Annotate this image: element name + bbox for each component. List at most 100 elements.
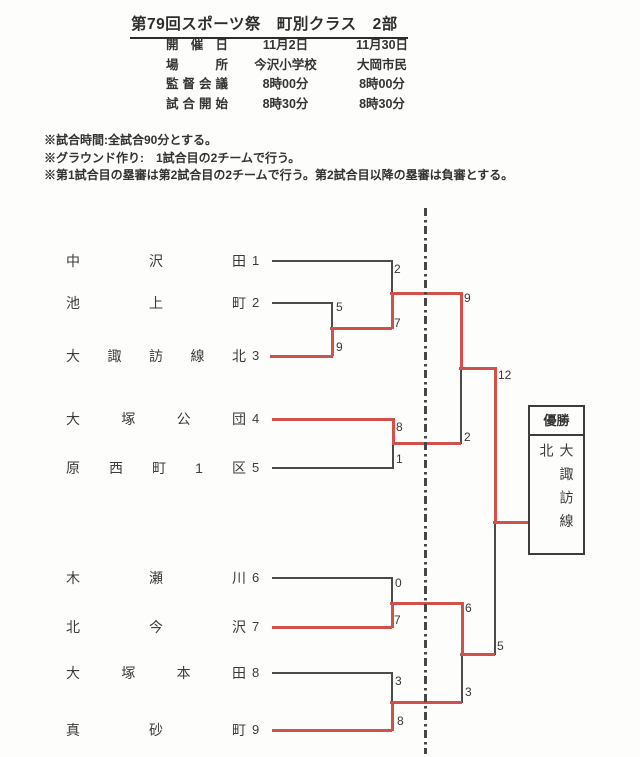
- score-label: 8: [397, 714, 404, 728]
- info-label: 開催日: [166, 38, 228, 52]
- bracket-line: [391, 672, 393, 703]
- team-name: 真砂町: [66, 722, 246, 738]
- team-row: 木瀬川 6: [66, 568, 270, 588]
- bracket-line: [460, 367, 462, 444]
- team-seed: 5: [252, 460, 260, 475]
- bracket-line: [461, 653, 463, 703]
- info-value-game2: 11月30日: [355, 38, 409, 52]
- note-line: ※グラウンド作り: 1試合目の2チームで行う。: [44, 150, 301, 165]
- winner-line: [392, 441, 461, 445]
- winner-line: [391, 418, 395, 444]
- info-value-game2: 大岡市民: [356, 57, 407, 72]
- info-label: 監督会議: [166, 77, 228, 92]
- winner-line: [390, 602, 394, 628]
- winner-line: [270, 354, 333, 358]
- score-label: 2: [394, 262, 401, 276]
- info-value-game2: 8時00分: [359, 77, 405, 92]
- info-value-game1: 11月2日: [262, 38, 309, 52]
- info-value-game1: 8時00分: [262, 77, 309, 92]
- score-label: 12: [498, 368, 512, 382]
- team-row: 池上町 2: [66, 293, 270, 313]
- team-name: 池上町: [66, 295, 246, 311]
- score-label: 1: [396, 452, 403, 466]
- score-label: 6: [465, 601, 472, 615]
- info-table: 開催日 11月2日 11月30日 場所 今沢小学校 大岡市民 監督会議 8時00…: [166, 36, 421, 114]
- bracket-line: [331, 302, 333, 329]
- team-row: 北今沢 7: [66, 617, 270, 637]
- team-seed: 8: [252, 665, 260, 680]
- bracket-line: [272, 577, 392, 579]
- team-seed: 1: [252, 253, 260, 268]
- page-title: 第79回スポーツ祭 町別クラス 2部: [130, 12, 408, 39]
- score-label: 5: [336, 300, 343, 314]
- note-line: ※試合時間:全試合90分とする。: [44, 133, 217, 147]
- winner-line: [272, 625, 392, 629]
- bracket-line: [272, 260, 392, 262]
- team-row: 中沢田 1: [66, 251, 270, 271]
- winner-line: [460, 602, 464, 655]
- info-row-date: 開催日 11月2日 11月30日: [166, 36, 421, 56]
- winner-line: [330, 326, 392, 330]
- score-label: 5: [497, 639, 504, 653]
- winner-line: [390, 292, 394, 329]
- note-line: ※第1試合目の塁審は第2試合目の2チームで行う。第2試合目以降の塁審は負審とする…: [44, 168, 514, 182]
- team-seed: 7: [252, 619, 260, 634]
- winner-line: [330, 327, 334, 356]
- info-value-game2: 8時30分: [359, 96, 405, 111]
- score-label: 7: [394, 316, 401, 330]
- winner-line: [272, 728, 392, 732]
- winner-line: [459, 366, 495, 370]
- score-label: 9: [336, 340, 343, 354]
- score-label: 3: [465, 685, 472, 699]
- winner-line: [459, 292, 463, 369]
- team-seed: 9: [252, 722, 260, 737]
- winner-line: [390, 701, 394, 731]
- team-name: 中沢田: [66, 253, 246, 269]
- team-seed: 2: [252, 295, 260, 310]
- winner-line: [493, 520, 531, 524]
- info-value-game1: 8時30分: [262, 96, 309, 111]
- info-row-start: 試合開始 8時30分 8時30分: [166, 95, 421, 115]
- score-label: 2: [464, 430, 471, 444]
- bracket-line: [391, 260, 393, 294]
- team-name: 大塚本田: [66, 665, 246, 681]
- center-divider-line: [424, 208, 427, 754]
- team-name: 大塚公団: [66, 411, 246, 427]
- champion-name-wrap: 大諏訪線北: [530, 436, 583, 553]
- notes: ※試合時間:全試合90分とする。 ※グラウンド作り: 1試合目の2チームで行う。…: [44, 132, 513, 185]
- team-seed: 3: [252, 348, 260, 363]
- bracket-line: [391, 577, 393, 604]
- team-name: 大諏訪線北: [66, 348, 246, 364]
- winner-line: [460, 652, 495, 656]
- champion-label: 優勝: [530, 407, 583, 436]
- team-row: 原西町1区 5: [66, 458, 270, 478]
- score-label: 9: [464, 291, 471, 305]
- info-value-game1: 今沢小学校: [254, 57, 317, 72]
- champion-box: 優勝 大諏訪線北: [528, 405, 585, 555]
- team-row: 大塚本田 8: [66, 663, 270, 683]
- team-row: 大諏訪線北 3: [66, 346, 270, 366]
- bracket-line: [272, 672, 392, 674]
- info-row-place: 場所 今沢小学校 大岡市民: [166, 56, 421, 76]
- bracket-line: [272, 302, 332, 304]
- score-label: 0: [395, 576, 402, 590]
- bracket-line: [392, 442, 394, 469]
- team-seed: 4: [252, 411, 260, 426]
- winner-line: [272, 417, 393, 421]
- bracket-line: [272, 467, 393, 469]
- team-name: 原西町1区: [66, 460, 246, 476]
- team-name: 北今沢: [66, 619, 246, 635]
- team-seed: 6: [252, 570, 260, 585]
- score-label: 3: [395, 674, 402, 688]
- winner-line: [493, 367, 497, 523]
- champion-name: 大諏訪線北: [538, 443, 575, 537]
- bracket-line: [494, 521, 496, 655]
- info-label: 場所: [166, 57, 228, 72]
- score-label: 7: [394, 613, 401, 627]
- info-label: 試合開始: [166, 96, 228, 111]
- team-name: 木瀬川: [66, 570, 246, 586]
- team-row: 真砂町 9: [66, 720, 270, 740]
- info-row-meeting: 監督会議 8時00分 8時00分: [166, 75, 421, 95]
- score-label: 8: [396, 420, 403, 434]
